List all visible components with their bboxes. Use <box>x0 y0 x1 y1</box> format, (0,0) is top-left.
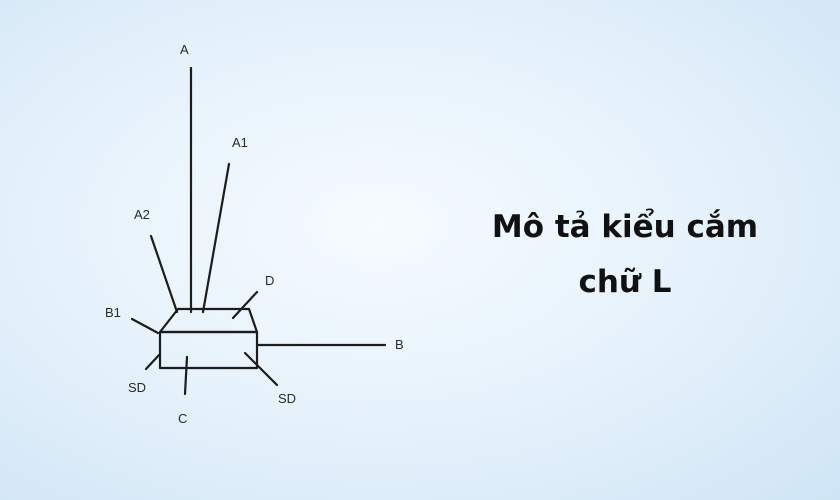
label-c: C <box>178 411 187 426</box>
caption-line-1: Mô tả kiểu cắm <box>491 209 759 245</box>
label-d: D <box>265 273 274 288</box>
base-block-front <box>158 330 259 370</box>
stem-a1 <box>201 162 231 314</box>
caption: Mô tả kiểu cắm chữ L <box>440 200 810 310</box>
stem-sd-right <box>243 351 279 387</box>
stem-sd-left <box>144 353 161 371</box>
label-b1: B1 <box>105 305 121 320</box>
stem-d <box>231 290 259 320</box>
caption-line-2: chữ L <box>578 264 672 300</box>
stem-c <box>183 355 189 396</box>
label-a1: A1 <box>232 135 248 150</box>
label-a: A <box>180 42 189 57</box>
stem-b1 <box>130 317 160 335</box>
label-b: B <box>395 337 404 352</box>
base-block-top <box>158 307 259 334</box>
label-sd-right: SD <box>278 391 296 406</box>
label-sd-left: SD <box>128 380 146 395</box>
label-a2: A2 <box>134 207 150 222</box>
stem-a2 <box>149 234 179 314</box>
